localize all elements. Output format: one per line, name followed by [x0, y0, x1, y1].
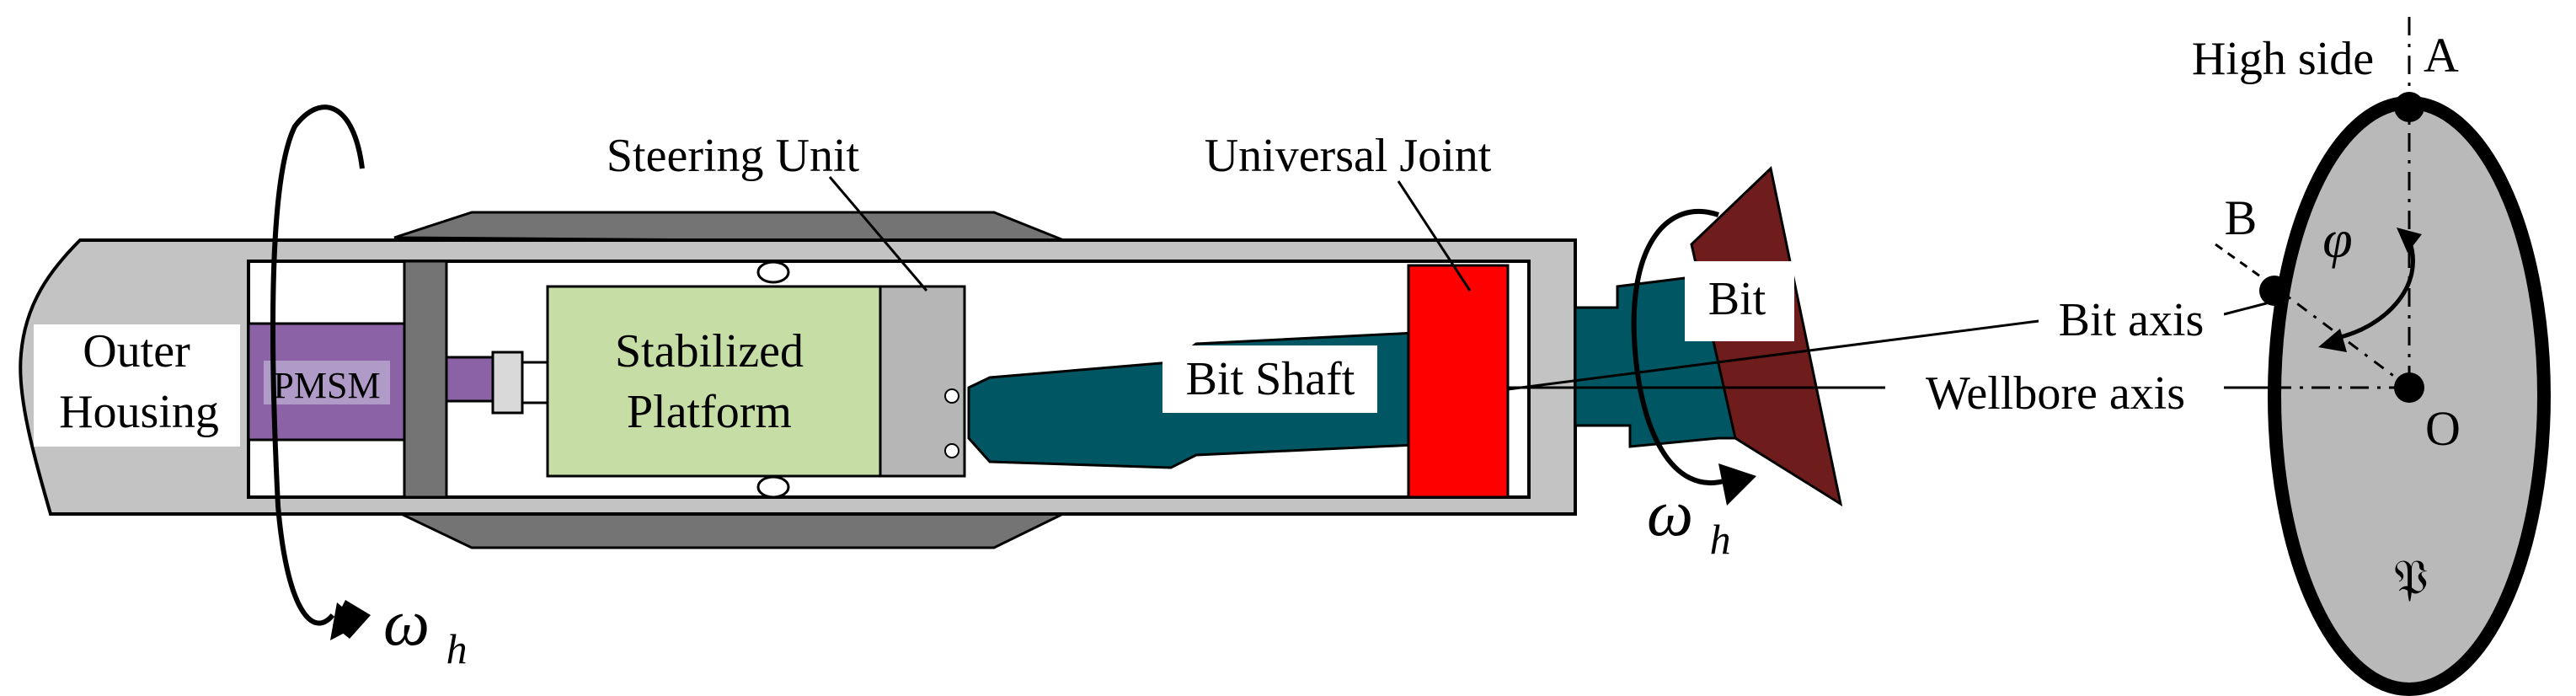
pivot-bottom	[944, 443, 959, 458]
bit-axis-label-bg	[2039, 291, 2224, 348]
stabilizer-pad-top	[393, 211, 1071, 244]
omega-right-sub: h	[1710, 516, 1731, 563]
stabilized-platform	[546, 285, 882, 478]
stabilized-platform-label-2: Platform	[627, 386, 792, 438]
omega-left-sub: h	[446, 625, 468, 672]
point-b-label: B	[2225, 190, 2258, 245]
wellbore-axis-label-bg	[1887, 364, 2224, 421]
pmsm-bracket	[403, 260, 448, 499]
phi-arrowhead-2	[2318, 329, 2347, 352]
plane-symbol: 𝔓	[2393, 550, 2428, 605]
universal-joint-label: Universal Joint	[1205, 130, 1492, 182]
rotation-arrowhead-left-fill	[333, 600, 371, 639]
omega-h-left: ω h	[383, 586, 468, 672]
phi-arc	[2333, 239, 2415, 341]
outer-housing-label-bg	[34, 324, 240, 447]
universal-joint-leader	[1397, 180, 1472, 292]
coupling	[491, 351, 524, 415]
wellbore-axis-label: Wellbore axis	[1926, 367, 2185, 420]
stabilizer-pad-bottom	[393, 509, 1071, 549]
point-b	[2259, 276, 2290, 306]
pmsm-label-bg	[264, 361, 390, 404]
pivot-top	[944, 388, 959, 404]
omega-h-right: ω h	[1647, 476, 1731, 563]
bit-axis-leader	[2223, 300, 2274, 316]
steering-unit-label: Steering Unit	[607, 130, 860, 182]
bit-axis-label: Bit axis	[2059, 294, 2205, 346]
rotation-arrow-right	[1631, 208, 1728, 486]
bearing-bottom	[756, 475, 790, 499]
bit-shaft-label-bg	[1162, 345, 1377, 413]
omega-left-base: ω	[383, 586, 430, 659]
bearing-top	[756, 260, 790, 284]
rotation-arrow-left	[270, 104, 365, 626]
rotation-arrowhead-right	[1718, 463, 1756, 506]
point-o-label: O	[2425, 401, 2461, 456]
outer-housing-label-1: Outer	[83, 325, 190, 377]
omega-right-base: ω	[1647, 476, 1693, 549]
b-tick	[2215, 243, 2275, 288]
point-a-label: A	[2424, 28, 2459, 83]
bit-label-bg	[1685, 261, 1794, 341]
bit-label: Bit	[1708, 273, 1766, 325]
bit-axis-line	[1507, 319, 2046, 391]
bit-shaft-label: Bit Shaft	[1186, 353, 1355, 405]
steering-unit-leader	[828, 176, 928, 292]
outer-housing-label-2: Housing	[59, 386, 219, 438]
steering-unit-block	[879, 285, 966, 478]
phi-label: φ	[2322, 209, 2352, 269]
universal-joint	[1407, 264, 1510, 499]
phi-arrowhead-1	[2397, 228, 2422, 253]
stabilized-platform-label-1: Stabilized	[615, 325, 804, 377]
high-side-label: High side	[2192, 33, 2374, 85]
coupling-2	[521, 361, 549, 404]
pmsm-label: PMSM	[273, 365, 380, 406]
point-o	[2394, 372, 2424, 403]
point-a	[2394, 92, 2424, 122]
